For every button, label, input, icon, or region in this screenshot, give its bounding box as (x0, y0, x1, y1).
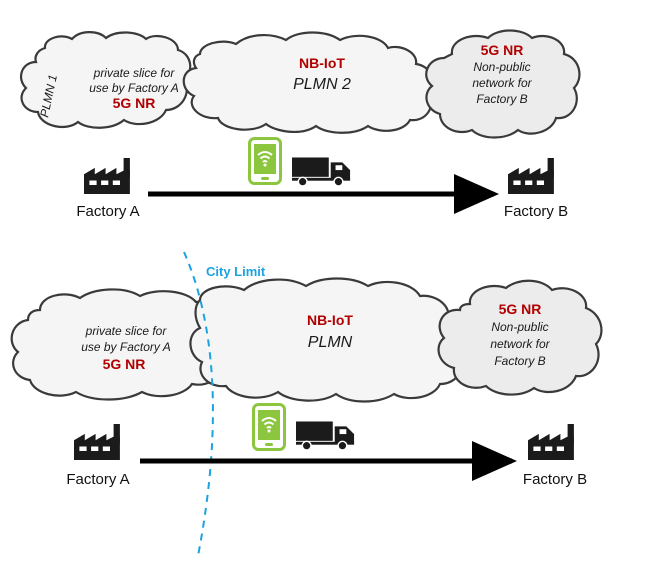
bottom-right-line1: Non-public (491, 320, 548, 334)
bottom-cloud-right (437, 279, 603, 396)
top-right-line1: Non-public (473, 60, 530, 74)
bottom-right-tech: 5G NR (499, 301, 542, 317)
bottom-cloud-left (10, 288, 231, 401)
top-left-line1: private slice for (93, 66, 176, 80)
bottom-middle-tech: NB-IoT (307, 312, 353, 328)
bottom-right-line3: Factory B (494, 354, 545, 368)
smartphone-wifi-icon (252, 403, 286, 451)
bottom-middle-name: PLMN (308, 334, 353, 351)
bottom-right-line2: network for (490, 337, 550, 351)
factory-icon (84, 158, 130, 194)
top-right-line3: Factory B (476, 92, 527, 106)
city-limit-label: City Limit (206, 264, 266, 279)
city-limit-boundary (183, 251, 214, 557)
top-left-tech: 5G NR (113, 95, 156, 111)
top-cloud-left (19, 31, 192, 129)
top-factory-b-label: Factory B (504, 203, 568, 220)
top-middle-tech: NB-IoT (299, 55, 345, 71)
smartphone-wifi-icon (248, 137, 282, 185)
truck-icon (296, 421, 355, 451)
top-right-line2: network for (472, 76, 532, 90)
truck-icon (292, 157, 351, 187)
top-left-line2: use by Factory A (89, 81, 179, 95)
factory-icon (508, 158, 554, 194)
top-cloud-middle (182, 31, 434, 134)
bottom-factory-b-label: Factory B (523, 471, 587, 488)
bottom-diagram: private slice for use by Factory A 5G NR… (10, 251, 603, 557)
top-cloud-right (425, 29, 581, 139)
top-right-tech: 5G NR (481, 42, 524, 58)
factory-icon (528, 424, 574, 460)
top-factory-a-label: Factory A (76, 203, 139, 220)
bottom-cloud-middle (189, 277, 466, 403)
bottom-factory-a-label: Factory A (66, 471, 129, 488)
bottom-left-line1: private slice for (85, 324, 168, 338)
bottom-left-tech: 5G NR (103, 356, 146, 372)
factory-icon (74, 424, 120, 460)
top-diagram: PLMN 1 private slice for use by Factory … (19, 29, 581, 220)
top-middle-name: PLMN 2 (293, 76, 351, 93)
bottom-left-line2: use by Factory A (81, 340, 171, 354)
